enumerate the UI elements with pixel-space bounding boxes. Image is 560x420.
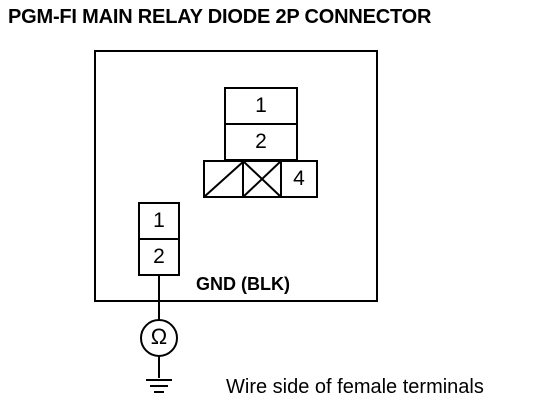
- caption: Wire side of female terminals: [226, 376, 484, 398]
- relay-terminal-2-label: 2: [255, 130, 267, 153]
- gnd-label: GND (BLK): [196, 274, 290, 294]
- ground-icon: [146, 379, 172, 393]
- diode-terminal-1-label: 1: [153, 209, 165, 232]
- ohmmeter-symbol: Ω: [150, 324, 168, 349]
- diagram-title: PGM-FI MAIN RELAY DIODE 2P CONNECTOR: [8, 6, 432, 28]
- relay-terminal-1: 1: [224, 87, 298, 125]
- relay-blank-terminals: [203, 160, 282, 198]
- relay-terminal-4-label: 4: [293, 167, 305, 190]
- connector-outline: [94, 50, 378, 302]
- diode-terminal-1: 1: [138, 202, 180, 240]
- diode-terminal-2: 2: [138, 238, 180, 276]
- relay-terminal-1-label: 1: [255, 94, 267, 117]
- diode-terminal-2-label: 2: [153, 245, 165, 268]
- relay-terminal-2: 2: [224, 123, 298, 161]
